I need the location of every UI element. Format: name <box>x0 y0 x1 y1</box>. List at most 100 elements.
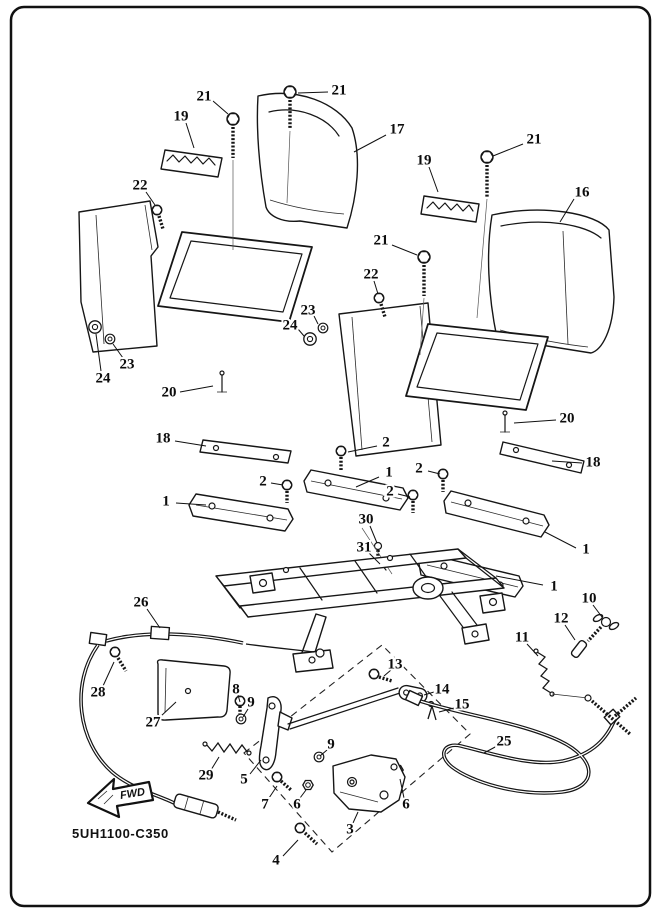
left-footrest-assembly <box>78 85 359 393</box>
callout-21: 21 <box>374 232 389 248</box>
callout-2: 2 <box>415 460 423 476</box>
leader-line-22 <box>373 280 379 295</box>
cable-26-adjuster <box>149 625 171 641</box>
callout-2: 2 <box>386 483 394 499</box>
leader-line-5 <box>249 759 262 775</box>
nut-6-a <box>302 779 314 791</box>
leader-line-26 <box>146 608 161 629</box>
mounting-brackets <box>188 439 585 598</box>
callout-2: 2 <box>382 434 390 450</box>
leader-line-7 <box>268 785 278 799</box>
leader-line-10 <box>592 604 603 618</box>
bolt-21-left-b <box>283 85 297 99</box>
cable-26-inner-wire <box>245 643 315 653</box>
lever-5-arm <box>277 711 293 731</box>
callout-12: 12 <box>554 610 569 626</box>
bracket-hole <box>208 502 216 510</box>
frame-hole <box>282 566 290 574</box>
leader-line-11 <box>526 643 539 657</box>
callout-11: 11 <box>515 629 529 645</box>
callout-20: 20 <box>162 384 177 400</box>
left-side-panel <box>78 200 159 353</box>
bolt-22-left-thread <box>157 215 165 230</box>
page-border <box>9 5 652 908</box>
callout-8: 8 <box>232 681 240 697</box>
bolt-4-thread <box>303 831 319 846</box>
leader-line-3 <box>352 811 359 824</box>
callout-19: 19 <box>417 152 432 168</box>
callout-21: 21 <box>332 82 347 98</box>
leader-line-24 <box>95 333 102 372</box>
callout-30: 30 <box>359 511 374 527</box>
spring-link <box>551 693 589 699</box>
bracket-hole <box>382 494 390 502</box>
leader-line-2 <box>397 493 411 498</box>
bolt-4 <box>294 822 306 834</box>
leader-line-1 <box>544 531 577 549</box>
bracket-3-crease <box>339 791 379 803</box>
left-serrated-strip-19 <box>160 149 223 178</box>
plate-27-edge <box>164 667 167 713</box>
leader-line-2 <box>427 470 441 475</box>
screw-30 <box>373 541 383 551</box>
rod-eye <box>584 694 592 702</box>
bolt-2-b <box>335 445 347 457</box>
leader-line-23 <box>112 343 124 359</box>
wing-bolt-10 <box>592 613 620 631</box>
callout-21: 21 <box>197 88 212 104</box>
callout-7: 7 <box>261 796 269 812</box>
right-upper-panel-16 <box>487 209 615 354</box>
callout-22: 22 <box>133 177 148 193</box>
leader-line-9 <box>242 708 249 718</box>
leader-line-21 <box>492 143 524 157</box>
bolt-22-right <box>373 292 385 304</box>
bracket-hole <box>440 562 448 570</box>
guard-plate-27 <box>156 659 231 721</box>
callout-18: 18 <box>586 454 601 470</box>
callout-9: 9 <box>247 694 255 710</box>
leader-line-1 <box>495 575 544 586</box>
cable-26-thread-tip <box>217 810 237 822</box>
bar-hole <box>272 453 280 461</box>
lever-5-hole <box>262 756 270 764</box>
leader-line-27 <box>159 701 177 718</box>
frame-roller <box>412 576 444 600</box>
cable-25-end-cap <box>404 689 424 707</box>
callout-27: 27 <box>146 714 162 730</box>
callout-29: 29 <box>199 767 214 783</box>
wing-bolt-10-thread <box>586 625 603 643</box>
leader-line-18 <box>551 460 583 464</box>
frame-cross-left <box>215 575 249 618</box>
cable-26-upper <box>105 632 244 645</box>
spring-29-hook <box>246 750 252 756</box>
spring-11 <box>536 651 552 694</box>
bolt-2-d <box>407 489 419 501</box>
lever-5-pivot <box>268 702 276 710</box>
leader-line-28 <box>102 661 115 687</box>
pin-12 <box>570 639 588 659</box>
callout-6: 6 <box>402 796 410 812</box>
leader-line-21 <box>391 244 418 256</box>
right-side-panel <box>338 302 442 457</box>
callout-2: 2 <box>259 473 267 489</box>
callout-24: 24 <box>283 317 299 333</box>
left-upper-panel-crease <box>268 109 340 137</box>
centerline <box>419 297 425 356</box>
right-footrest-plate <box>405 323 549 411</box>
leader-line-18 <box>174 440 207 447</box>
leader-line-25 <box>483 745 498 754</box>
leader-line-6 <box>399 778 405 799</box>
bolt-22-left <box>151 204 163 216</box>
bracket-3-hole <box>379 790 389 800</box>
cable-26-loop-core <box>80 644 175 804</box>
callout-16: 16 <box>575 184 591 200</box>
bracket-hole <box>324 479 332 487</box>
bracket-hole <box>464 499 472 507</box>
spring-29 <box>205 741 249 755</box>
rear-cable-group <box>404 613 638 795</box>
bracket-hole <box>522 517 530 525</box>
leader-line-6 <box>299 789 307 799</box>
leader-line-29 <box>210 756 220 771</box>
